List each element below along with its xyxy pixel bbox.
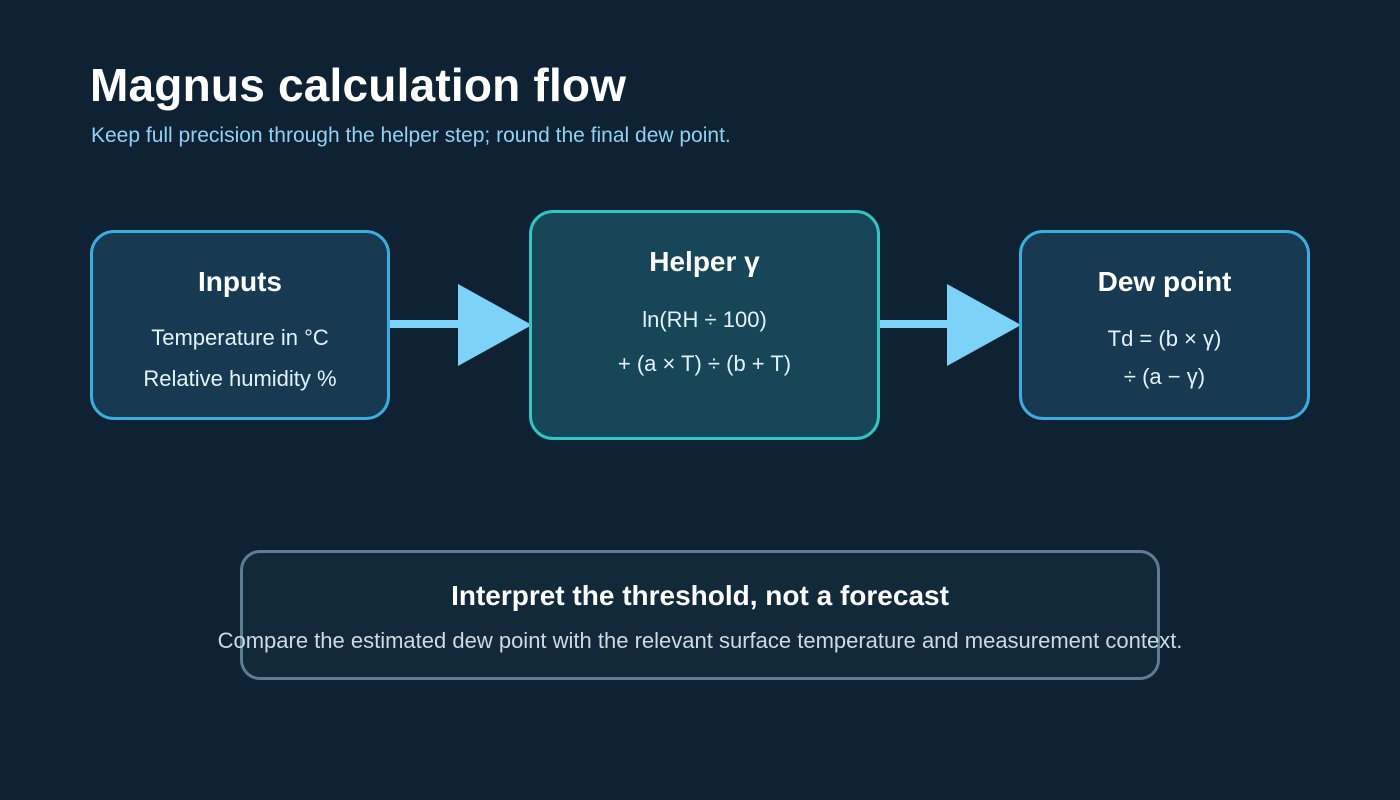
- page-title: Magnus calculation flow: [90, 59, 627, 111]
- page-subtitle: Keep full precision through the helper s…: [91, 124, 731, 147]
- inputs-humidity-line: Relative humidity %: [143, 366, 337, 391]
- helper-title: Helper γ: [649, 246, 760, 277]
- note-box: [240, 550, 1160, 680]
- arrow-inputs-to-helper: [389, 284, 532, 366]
- arrow-helper-to-dew-point: [879, 284, 1021, 366]
- inputs-temperature-line: Temperature in °C: [151, 325, 329, 350]
- dew-point-formula-line-2: ÷ (a − γ): [1123, 364, 1206, 389]
- dew-point-formula-line-1: Td = (b × γ): [1107, 326, 1222, 351]
- inputs-node: Inputs Temperature in °C Relative humidi…: [90, 230, 390, 420]
- note-title: Interpret the threshold, not a forecast: [451, 580, 949, 611]
- helper-formula-line-1: ln(RH ÷ 100): [642, 307, 767, 332]
- note-text: Compare the estimated dew point with the…: [217, 628, 1183, 653]
- dew-point-node: Dew point Td = (b × γ) ÷ (a − γ): [1019, 230, 1310, 420]
- dew-point-title: Dew point: [1097, 266, 1232, 297]
- helper-node: Helper γ ln(RH ÷ 100) + (a × T) ÷ (b + T…: [529, 210, 880, 440]
- helper-formula-line-2: + (a × T) ÷ (b + T): [617, 351, 792, 376]
- inputs-title: Inputs: [198, 266, 282, 297]
